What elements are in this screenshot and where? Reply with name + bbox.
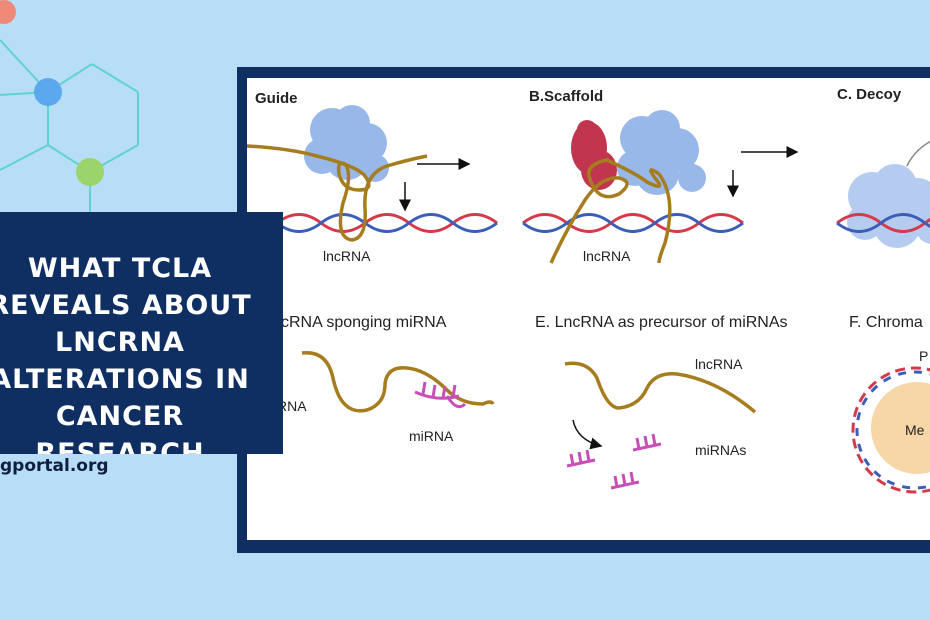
label-med-f: Me [905, 422, 925, 438]
site-url: gportal.org [0, 456, 109, 476]
panel-a-title: Guide [255, 90, 298, 107]
molecule-node-green [76, 158, 104, 186]
figure-artwork [247, 105, 930, 494]
lncrna-strand-b [549, 158, 672, 264]
panel-d-art [301, 350, 495, 413]
molecule-node-blue [34, 78, 62, 106]
label-p-f: P [919, 348, 929, 364]
mirna-bound-d [414, 381, 467, 409]
panel-c-title: C. Decoy [837, 86, 902, 103]
protein-blue-b [617, 110, 706, 195]
panel-b-title: B.Scaffold [529, 88, 604, 105]
banner-title: What TCLA reveals about lncRNA alteratio… [0, 253, 252, 454]
chromatin-core [871, 382, 930, 474]
label-lncrna-b: lncRNA [583, 248, 631, 264]
lncrna-strand-e [564, 361, 757, 414]
label-mirna-d: miRNA [409, 428, 454, 444]
panel-c-art [836, 140, 930, 248]
molecule-node-red [0, 0, 16, 24]
panel-f-title: F. Chroma [849, 314, 923, 331]
panel-f-art [851, 366, 930, 494]
panel-e-art [564, 361, 757, 490]
panel-b-art [522, 110, 799, 264]
lncrna-strand-d [301, 350, 495, 413]
lncrna-strand-a [247, 144, 428, 242]
label-lncrna-e: lncRNA [695, 356, 743, 372]
label-lncrna-a: lncRNA [323, 248, 371, 264]
protein-blue-c [847, 164, 930, 248]
mirnas-e [566, 433, 662, 490]
panel-d-title: cRNA sponging miRNA [281, 314, 447, 331]
panel-e-title: E. LncRNA as precursor of miRNAs [535, 314, 788, 331]
label-rna-d: RNA [277, 398, 307, 414]
molecule-decoration [0, 0, 139, 212]
title-banner: What TCLA reveals about lncRNA alteratio… [0, 212, 283, 454]
panel-a-art [247, 105, 498, 242]
lncrna-figure: Guide B.Scaffold C. Decoy cRNA sponging … [247, 78, 930, 540]
label-mirnas-e: miRNAs [695, 442, 747, 458]
